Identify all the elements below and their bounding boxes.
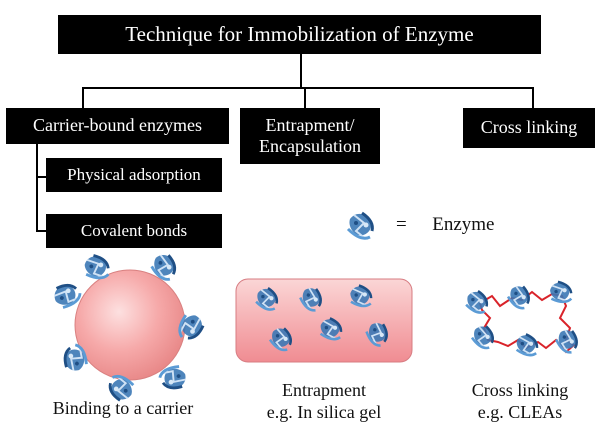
caption-crosslinking-line2: e.g. CLEAs [477,402,563,422]
enzyme-icon [470,325,494,350]
carrier-bound-label: Carrier-bound enzymes [32,115,203,136]
covalent-bonds-box: Covalent bonds [46,214,222,248]
caption-entrapment: Entrapment e.g. In silica gel [234,379,414,423]
crosslinking-label: Cross linking [480,117,578,138]
title-text: Technique for Immobilization of Enzyme [125,22,474,47]
legend-enzyme-label: Enzyme [432,214,495,235]
enzyme-icon [465,290,489,314]
enzyme-icon [84,254,110,280]
title-box: Technique for Immobilization of Enzyme [58,15,541,54]
crosslinking-box: Cross linking [463,108,595,148]
enzyme-icon [550,280,573,304]
sub-covalent-connector [36,230,48,232]
caption-binding-text: Binding to a carrier [52,398,194,418]
enzyme-icon [268,327,292,352]
enzyme-icon [63,343,88,371]
physical-adsorption-label: Physical adsorption [67,164,201,184]
covalent-bonds-label: Covalent bonds [80,220,188,240]
sub-vertical-line [36,143,38,231]
enzyme-icon [515,333,539,357]
physical-adsorption-box: Physical adsorption [46,158,222,192]
enzyme-icon [299,287,322,312]
enzyme-icon [365,322,388,347]
entrapment-label-line2: Encapsulation [259,136,361,156]
enzyme-icon [255,287,279,311]
enzyme-icon [555,329,578,354]
enzyme-icon [506,285,530,310]
enzyme-icon [150,254,177,281]
entrapment-box: Entrapment/ Encapsulation [240,108,380,164]
enzyme-icon [350,284,373,308]
branch-entrapment-line [304,87,306,109]
caption-entrapment-line2: e.g. In silica gel [266,402,382,422]
caption-entrapment-line1: Entrapment [282,380,366,400]
enzyme-icon [53,283,82,309]
legend-enzyme-icon [346,211,374,240]
carrier-bound-box: Carrier-bound enzymes [6,108,229,144]
caption-crosslinking: Cross linking e.g. CLEAs [444,379,596,423]
entrapment-label-line1: Entrapment/ [265,114,355,135]
enzyme-icon [178,314,205,340]
title-stem-line [300,54,302,88]
caption-binding: Binding to a carrier [18,397,228,419]
enzyme-icon [346,211,374,240]
carrier-sphere [74,269,186,381]
enzyme-icon [108,374,135,402]
branch-crosslinking-line [532,87,534,109]
legend: = Enzyme [396,214,494,236]
enzyme-icon [319,317,343,341]
enzyme-icon [158,365,186,390]
branch-carrier-line [82,87,84,109]
legend-equals: = [396,214,407,235]
caption-crosslinking-line1: Cross linking [471,380,569,400]
sub-physical-connector [36,176,48,178]
branch-horizontal-line [82,87,534,89]
